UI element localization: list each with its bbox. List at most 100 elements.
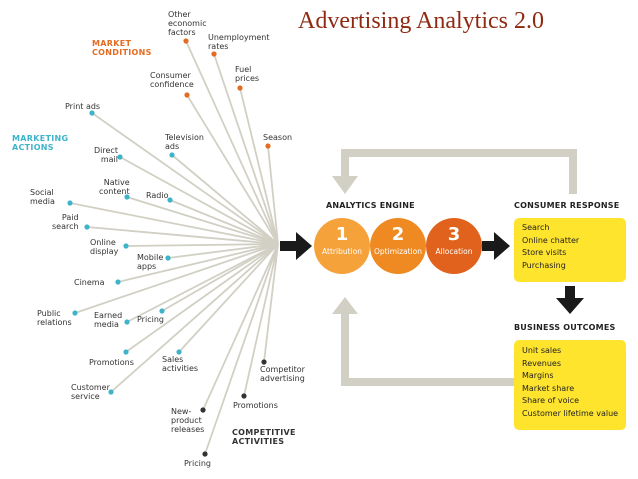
competitive-dot [241, 393, 247, 399]
input-dots [67, 38, 271, 457]
list-item: Purchasing [522, 260, 566, 270]
input-ray [169, 199, 279, 245]
marketing-dot [72, 310, 78, 316]
input-ray [185, 40, 279, 245]
list-item: Online chatter [522, 235, 580, 245]
marketing-dot [165, 255, 171, 261]
category-competitive-activities: COMPETITIVE ACTIVITIES [232, 428, 296, 446]
input-mobile-apps: Mobile apps [137, 253, 164, 271]
marketing-dot [159, 308, 165, 314]
consumer-response-box: Search Online chatter Store visits Purch… [514, 218, 626, 282]
loop-bottom-arrowhead [332, 297, 358, 314]
list-item: Share of voice [522, 396, 580, 405]
marketing-dot [124, 194, 130, 200]
category-market-conditions: MARKET CONDITIONS [92, 39, 152, 57]
input-competitor-pricing: Pricing [184, 459, 211, 468]
analytics-engine-heading: ANALYTICS ENGINE [326, 201, 415, 210]
input-competitor-promotions: Promotions [233, 401, 278, 410]
marketing-dot [169, 152, 175, 158]
input-ray [267, 145, 279, 245]
market-dot [265, 143, 271, 149]
marketing-dot [89, 110, 95, 116]
input-ray [263, 243, 279, 363]
step-allocation: 3 Allocation [426, 218, 482, 274]
input-fuel-prices: Fuel prices [235, 65, 260, 83]
marketing-dot [115, 279, 121, 285]
input-ray [125, 243, 279, 353]
list-item: Search [522, 223, 550, 232]
input-pricing: Pricing [137, 315, 164, 324]
input-public-relations: Public relations [37, 309, 72, 327]
market-dot [211, 51, 217, 57]
input-ray [167, 243, 279, 259]
input-ray [91, 112, 279, 245]
input-rays [69, 40, 279, 455]
input-television-ads: Television ads [165, 133, 204, 151]
input-ray [69, 202, 279, 245]
input-ray [126, 196, 279, 245]
marketing-dot [123, 243, 129, 249]
input-ray [126, 243, 279, 323]
input-ray [202, 243, 279, 411]
input-sales-activities: Sales activities [162, 355, 199, 373]
input-ray [239, 87, 279, 245]
input-ray [125, 243, 279, 247]
list-item: Customer lifetime value [522, 408, 619, 418]
input-online-display: Online display [90, 238, 119, 256]
marketing-dot [123, 349, 129, 355]
step-number: 3 [447, 224, 461, 245]
input-season: Season [263, 133, 293, 142]
input-ray [119, 156, 279, 245]
arrow-to-business-outcomes [556, 298, 584, 314]
step-attribution: 1 Attribution [314, 218, 370, 274]
input-ray [117, 243, 279, 283]
consumer-response-heading: CONSUMER RESPONSE [514, 201, 620, 210]
input-ray [213, 53, 279, 245]
list-item: Margins [522, 371, 554, 380]
step-label: Attribution [322, 247, 362, 256]
input-other-economic-factors: Other economic factors [168, 10, 207, 37]
input-native-content: Native content [99, 178, 130, 196]
marketing-dot [67, 200, 73, 206]
arrow-to-consumer-response [494, 232, 510, 260]
input-social-media: Social media [30, 188, 55, 206]
market-dot [237, 85, 243, 91]
input-paid-search: Paid search [52, 213, 79, 231]
input-ray [161, 243, 279, 312]
competitive-dot [202, 451, 208, 457]
competitive-dot [261, 359, 267, 365]
business-outcomes-box: Unit sales Revenues Margins Market share… [514, 340, 626, 430]
marketing-dot [176, 349, 182, 355]
input-earned-media: Earned media [94, 311, 123, 329]
input-ray [110, 243, 279, 393]
list-item: Store visits [522, 248, 567, 257]
market-dot [183, 38, 189, 44]
list-item: Revenues [522, 358, 562, 368]
input-ray [74, 243, 279, 314]
list-item: Market share [522, 383, 575, 393]
step-number: 2 [391, 224, 405, 245]
step-number: 1 [335, 224, 349, 245]
input-print-ads: Print ads [65, 102, 101, 111]
marketing-dot [84, 224, 90, 230]
step-optimization: 2 Optimization [370, 218, 426, 274]
input-ray [186, 94, 279, 245]
loop-top-arrowhead [332, 176, 358, 194]
page-title: Advertising Analytics 2.0 [298, 8, 544, 34]
business-outcomes-heading: BUSINESS OUTCOMES [514, 323, 616, 332]
marketing-dot [117, 154, 123, 160]
step-label: Optimization [374, 247, 422, 256]
input-ray [171, 154, 279, 245]
input-radio: Radio [146, 191, 169, 200]
input-promotions: Promotions [89, 358, 134, 367]
loop-top [341, 149, 577, 194]
marketing-dot [124, 319, 130, 325]
market-dot [184, 92, 190, 98]
input-unemployment-rates: Unemployment rates [208, 33, 270, 51]
marketing-dot [167, 197, 173, 203]
input-ray [204, 243, 279, 455]
marketing-dot [108, 389, 114, 395]
category-marketing-actions: MARKETING ACTIONS [12, 134, 69, 152]
input-direct-mail: Direct mail [94, 146, 118, 164]
competitive-dot [200, 407, 206, 413]
